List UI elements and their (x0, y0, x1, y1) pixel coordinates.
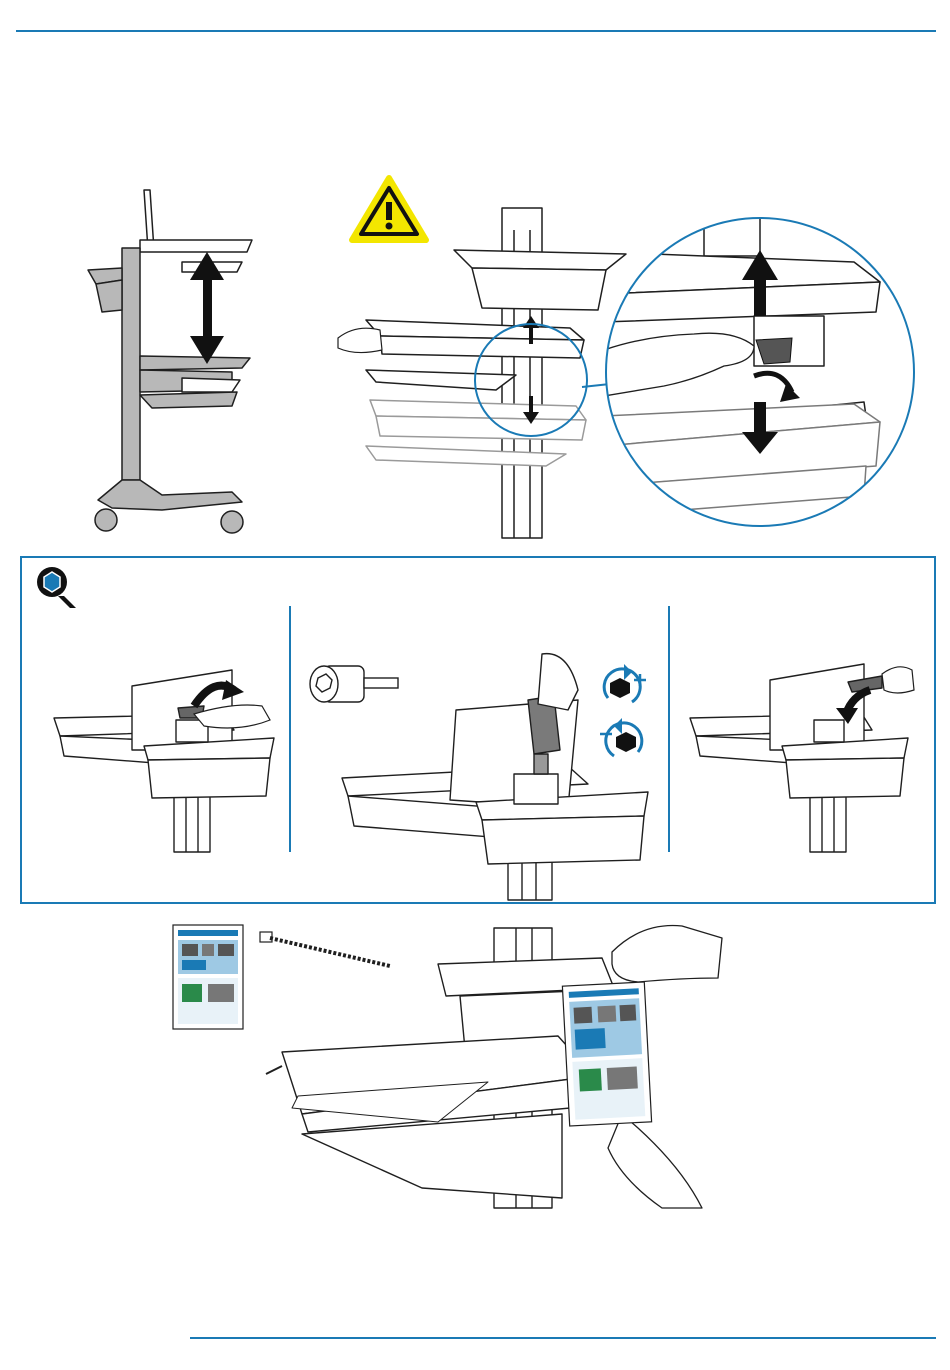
cart-detail-figure (336, 200, 616, 540)
wrench-hex-icon (34, 566, 78, 610)
rotate-clockwise-plus-icon (598, 664, 648, 710)
cart-side-figure (82, 180, 262, 540)
lever-zoom-figure (604, 216, 916, 528)
remove-cover-figure (44, 656, 274, 856)
bottom-rule (190, 1337, 936, 1339)
top-rule (16, 30, 936, 32)
replace-cover-figure (686, 656, 916, 856)
step-divider-1 (289, 606, 291, 852)
rotate-counterclockwise-minus-icon (598, 718, 648, 764)
attach-guide-figure (262, 918, 722, 1208)
step-divider-2 (668, 606, 670, 852)
quick-guide-card (172, 924, 244, 1030)
